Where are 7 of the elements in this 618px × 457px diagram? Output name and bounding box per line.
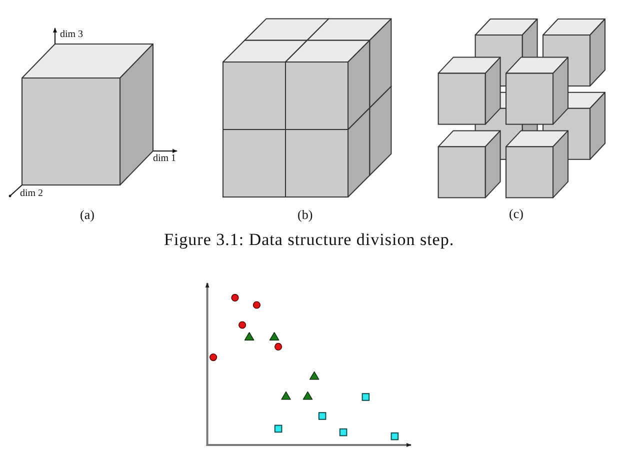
panel-label: (a) — [80, 208, 94, 221]
panel-label: (b) — [298, 208, 313, 221]
panel-label: (c) — [509, 206, 524, 220]
axis-label: dim 1 — [153, 154, 176, 164]
figure-caption: Figure 3.1: Data structure division step. — [164, 231, 454, 248]
axis-label: dim 3 — [60, 30, 84, 40]
axis-label: dim 2 — [20, 189, 44, 199]
